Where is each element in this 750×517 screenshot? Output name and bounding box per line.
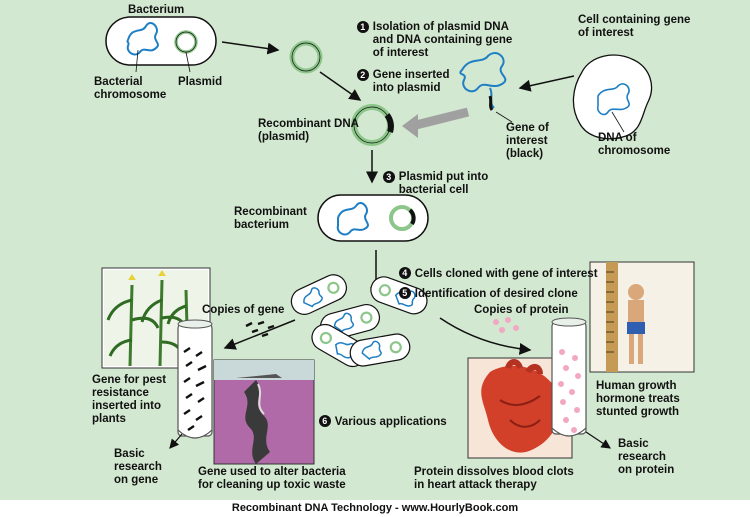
recombinant-bacterium [317,194,429,242]
donor-cell [572,54,653,140]
arrow-to-gene-copies [223,319,296,350]
step-1-badge: 1 [356,21,369,33]
step-1-text: Isolation of plasmid DNA and DNA contain… [372,21,513,59]
gene-fragment [488,95,494,111]
gene-of-interest-label: Gene of interest (black) [506,122,549,160]
arrow-cell-to-dna [518,75,575,92]
dna-of-chromosome-label: DNA of chromosome [598,132,671,157]
step-6-text: Various applications [334,416,447,428]
arrow-to-protein-copies [439,317,532,355]
arrow-plasmid-to-recombinant [319,71,362,101]
recombinant-bacterium-label: Recombinant bacterium [234,206,307,231]
bacterium-label: Bacterium [128,4,185,16]
step-3-text: Plasmid put into bacterial cell [398,171,489,196]
blood-clots-label: Protein dissolves blood clots in heart a… [414,466,574,491]
arrow-bacterium-to-plasmid [221,41,280,55]
donor-cell-label: Cell containing gene of interest [578,14,691,39]
gene-copies [245,320,275,338]
step-5-text: Identification of desired clone [414,288,578,300]
gray-insertion-arrow [410,107,470,131]
arrow-research-gene [169,433,183,449]
growth-photo [589,261,695,373]
protein-copies [493,317,519,333]
toxic-waste-label: Gene used to alter bacteria for cleaning… [198,466,346,491]
copies-of-protein-label: Copies of protein [474,304,569,316]
gene-test-tube [177,319,213,439]
bacterium-cell [105,16,217,73]
basic-research-protein-label: Basic research on protein [618,438,675,476]
copies-of-gene-label: Copies of gene [202,304,285,316]
caption: Recombinant DNA Technology - www.HourlyB… [0,500,750,517]
plasmid-label: Plasmid [178,76,223,88]
step-2-text: Gene inserted into plasmid [372,69,450,94]
step-3-badge: 3 [382,171,395,183]
toxic-waste-photo [213,359,315,465]
recombinant-plasmid [351,104,394,146]
basic-research-gene-label: Basic research on gene [114,448,162,486]
step-4-text: Cells cloned with gene of interest [414,268,598,280]
growth-hormone-label: Human growth hormone treats stunted grow… [596,380,680,418]
arrow-research-protein [585,431,611,449]
step-2-badge: 2 [356,69,369,81]
recombinant-dna-label: Recombinant DNA (plasmid) [258,118,359,143]
step-4-badge: 4 [398,267,411,279]
step-6-badge: 6 [318,415,331,427]
protein-test-tube [551,317,587,437]
diagram-illustration [101,16,695,465]
step-5-badge: 5 [398,287,411,299]
bacterial-chromosome-label: Bacterial chromosome [94,76,167,101]
pest-resistance-label: Gene for pest resistance inserted into p… [92,374,167,425]
